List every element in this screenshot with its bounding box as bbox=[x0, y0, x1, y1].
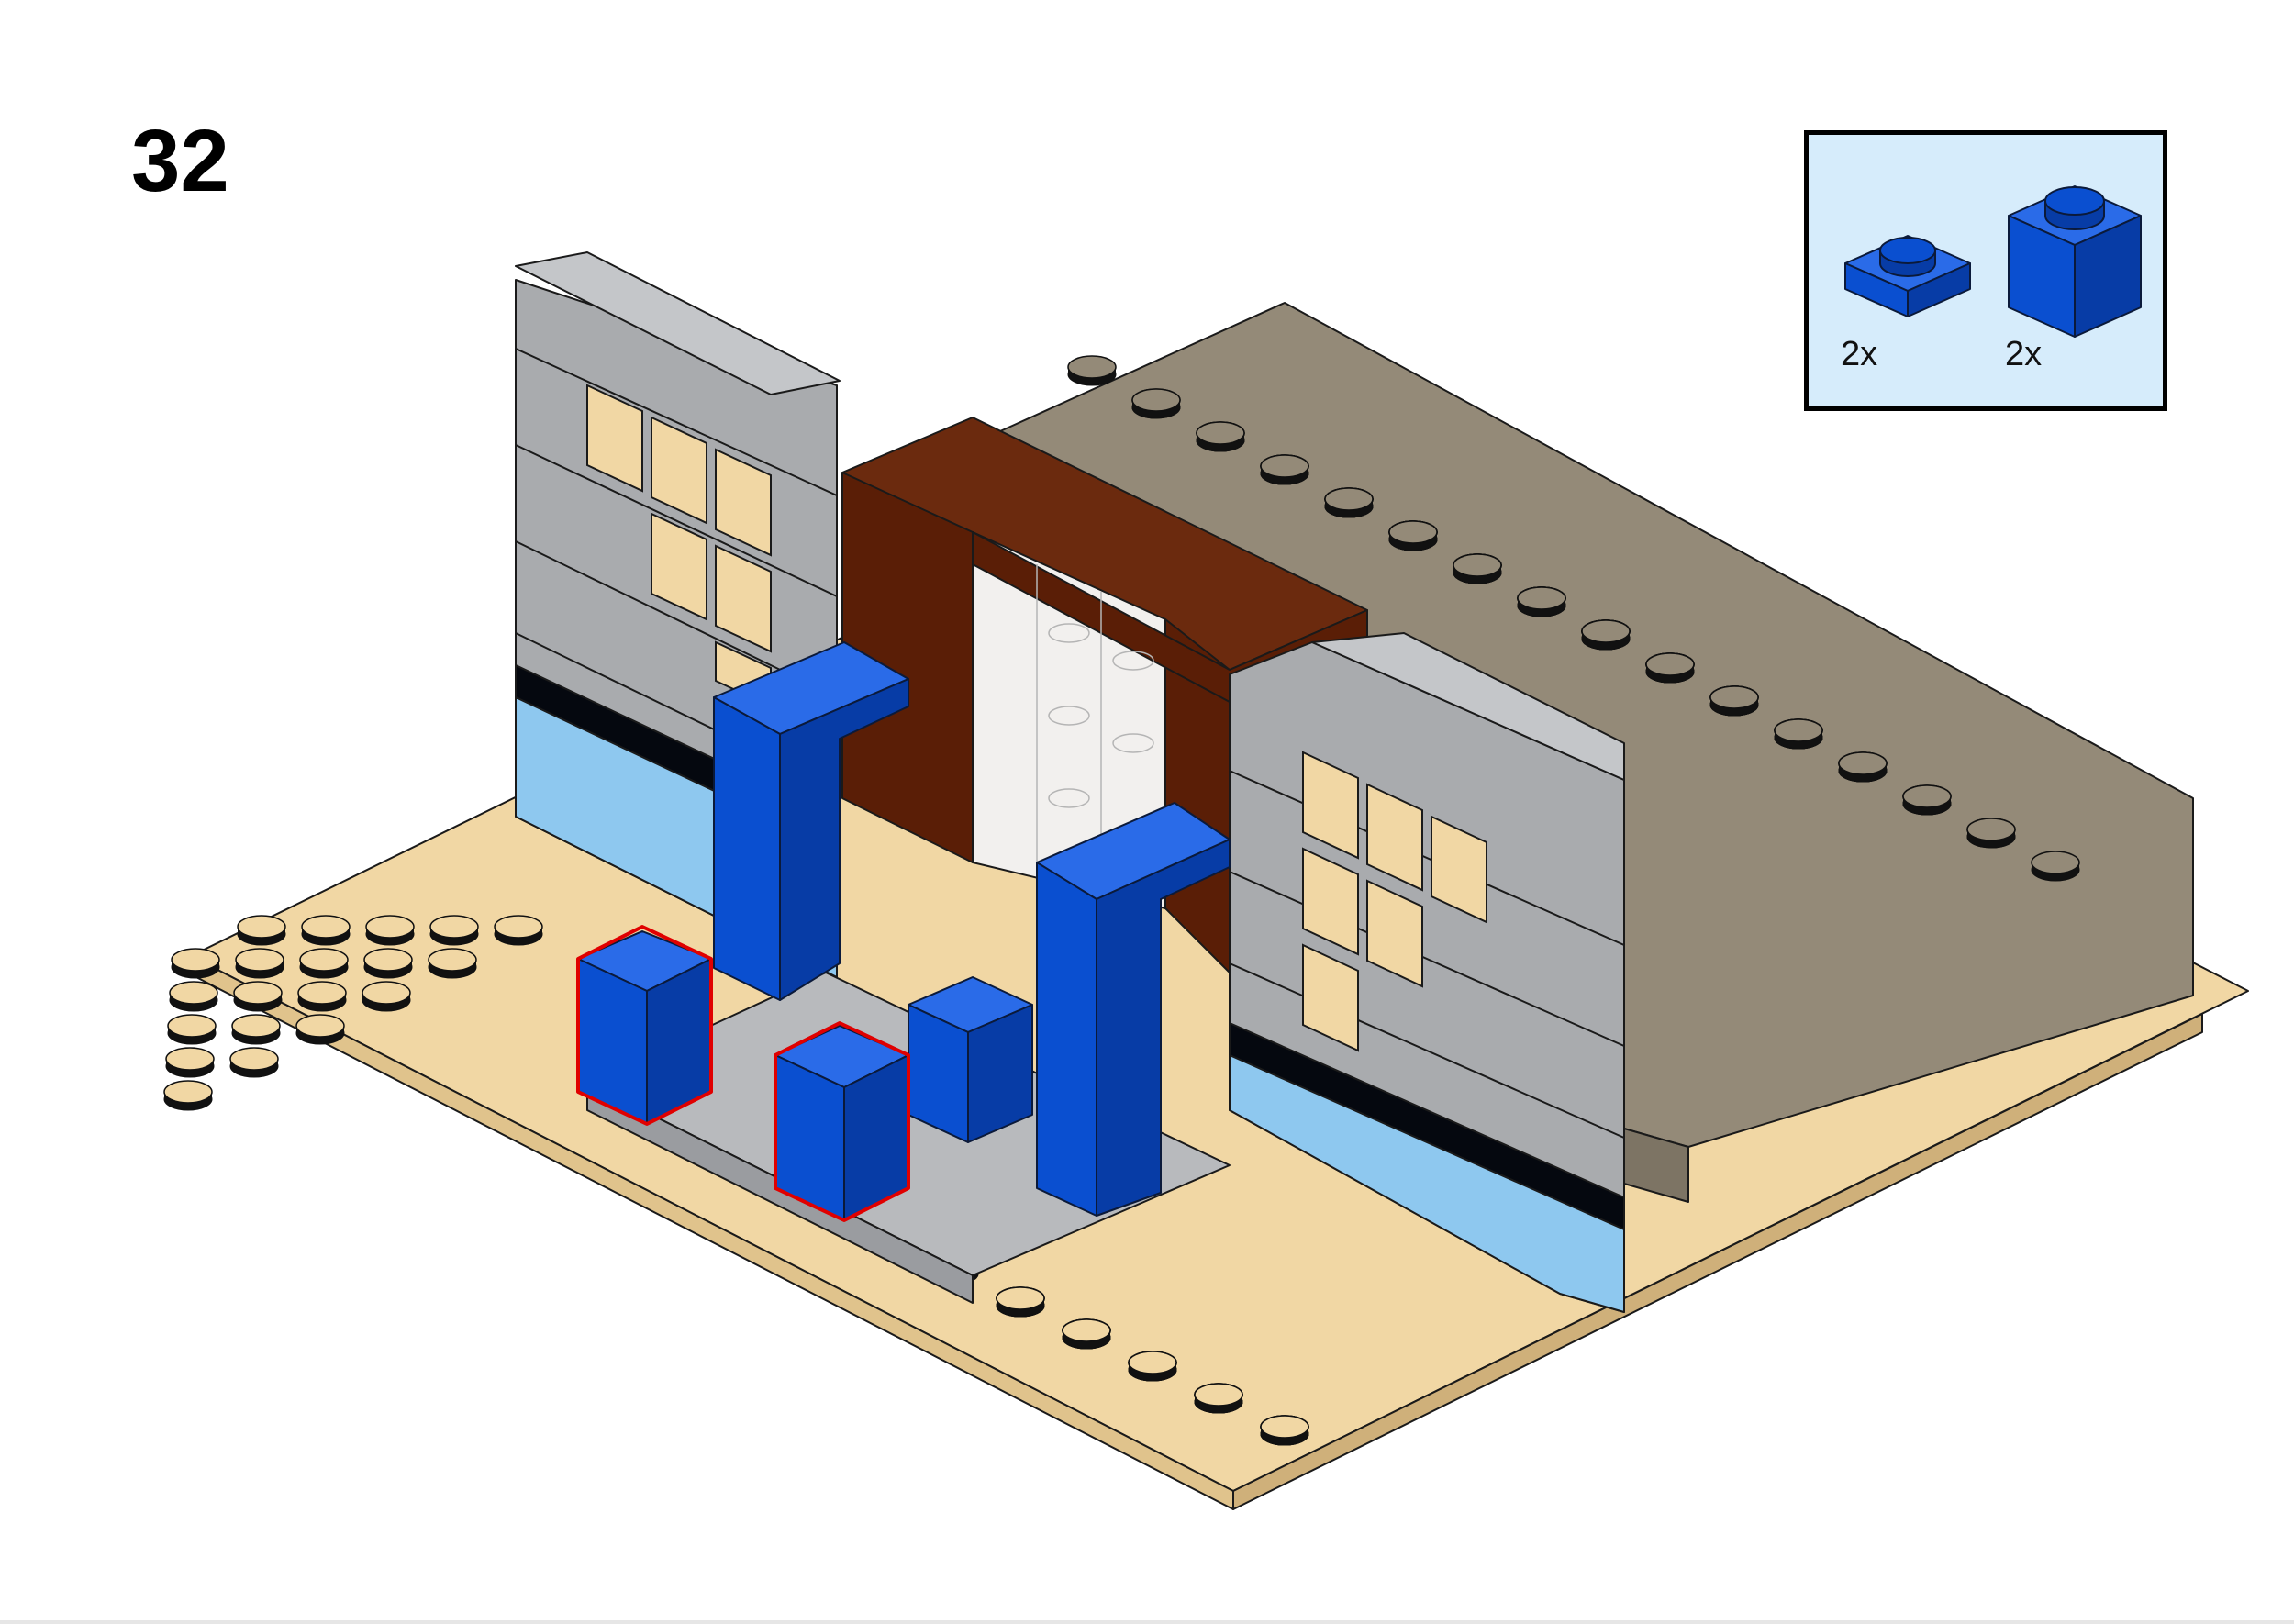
stud bbox=[1453, 553, 1502, 584]
stud bbox=[1645, 652, 1695, 684]
back-wall-windows bbox=[586, 384, 772, 708]
stud bbox=[1324, 487, 1374, 518]
new-brick-2 bbox=[774, 1021, 910, 1222]
front-wall-windows bbox=[1302, 751, 1487, 1052]
stud bbox=[1966, 818, 2016, 849]
stud bbox=[365, 915, 415, 946]
stud bbox=[1131, 388, 1181, 419]
stud bbox=[1902, 784, 1952, 816]
stud bbox=[237, 915, 286, 946]
stud bbox=[1260, 1415, 1309, 1446]
parts-callout-drawing bbox=[1844, 185, 2142, 338]
stud bbox=[362, 981, 411, 1012]
stud bbox=[494, 915, 543, 946]
stud bbox=[1581, 619, 1631, 651]
stud bbox=[165, 1047, 215, 1078]
stud bbox=[171, 948, 220, 979]
stud bbox=[299, 948, 349, 979]
stud bbox=[231, 1014, 281, 1045]
stud bbox=[996, 1286, 1045, 1318]
stud bbox=[297, 981, 347, 1012]
plate-quantity: 2x bbox=[1841, 335, 1878, 373]
stud bbox=[1196, 421, 1245, 452]
stud bbox=[363, 948, 413, 979]
stud bbox=[235, 948, 284, 979]
stud bbox=[2031, 851, 2080, 882]
stud bbox=[1388, 520, 1438, 551]
stud bbox=[163, 1080, 213, 1111]
stud bbox=[295, 1014, 345, 1045]
stud bbox=[1517, 586, 1566, 617]
stud bbox=[167, 1014, 217, 1045]
stud bbox=[1067, 355, 1117, 386]
stud bbox=[233, 981, 283, 1012]
brick-quantity: 2x bbox=[2005, 335, 2043, 373]
stud bbox=[1128, 1351, 1177, 1382]
parts-callout: 2x 2x bbox=[1804, 130, 2167, 411]
stud bbox=[169, 981, 218, 1012]
stud bbox=[428, 948, 477, 979]
page-bottom-rule bbox=[0, 1620, 2294, 1624]
step-number: 32 bbox=[131, 112, 229, 210]
stud bbox=[429, 915, 479, 946]
stud bbox=[1709, 685, 1759, 717]
stud bbox=[1260, 454, 1309, 485]
stud bbox=[301, 915, 351, 946]
new-brick-1 bbox=[576, 925, 713, 1126]
stud bbox=[1194, 1383, 1243, 1414]
dark-tan-studs bbox=[1067, 355, 2080, 882]
stud bbox=[1062, 1318, 1111, 1350]
stud bbox=[1774, 718, 1823, 750]
blue-plate-icon bbox=[1844, 235, 1971, 317]
blue-brick-icon bbox=[2008, 185, 2142, 338]
stud bbox=[229, 1047, 279, 1078]
stud bbox=[1838, 751, 1888, 783]
blue-columns bbox=[713, 641, 1231, 1217]
